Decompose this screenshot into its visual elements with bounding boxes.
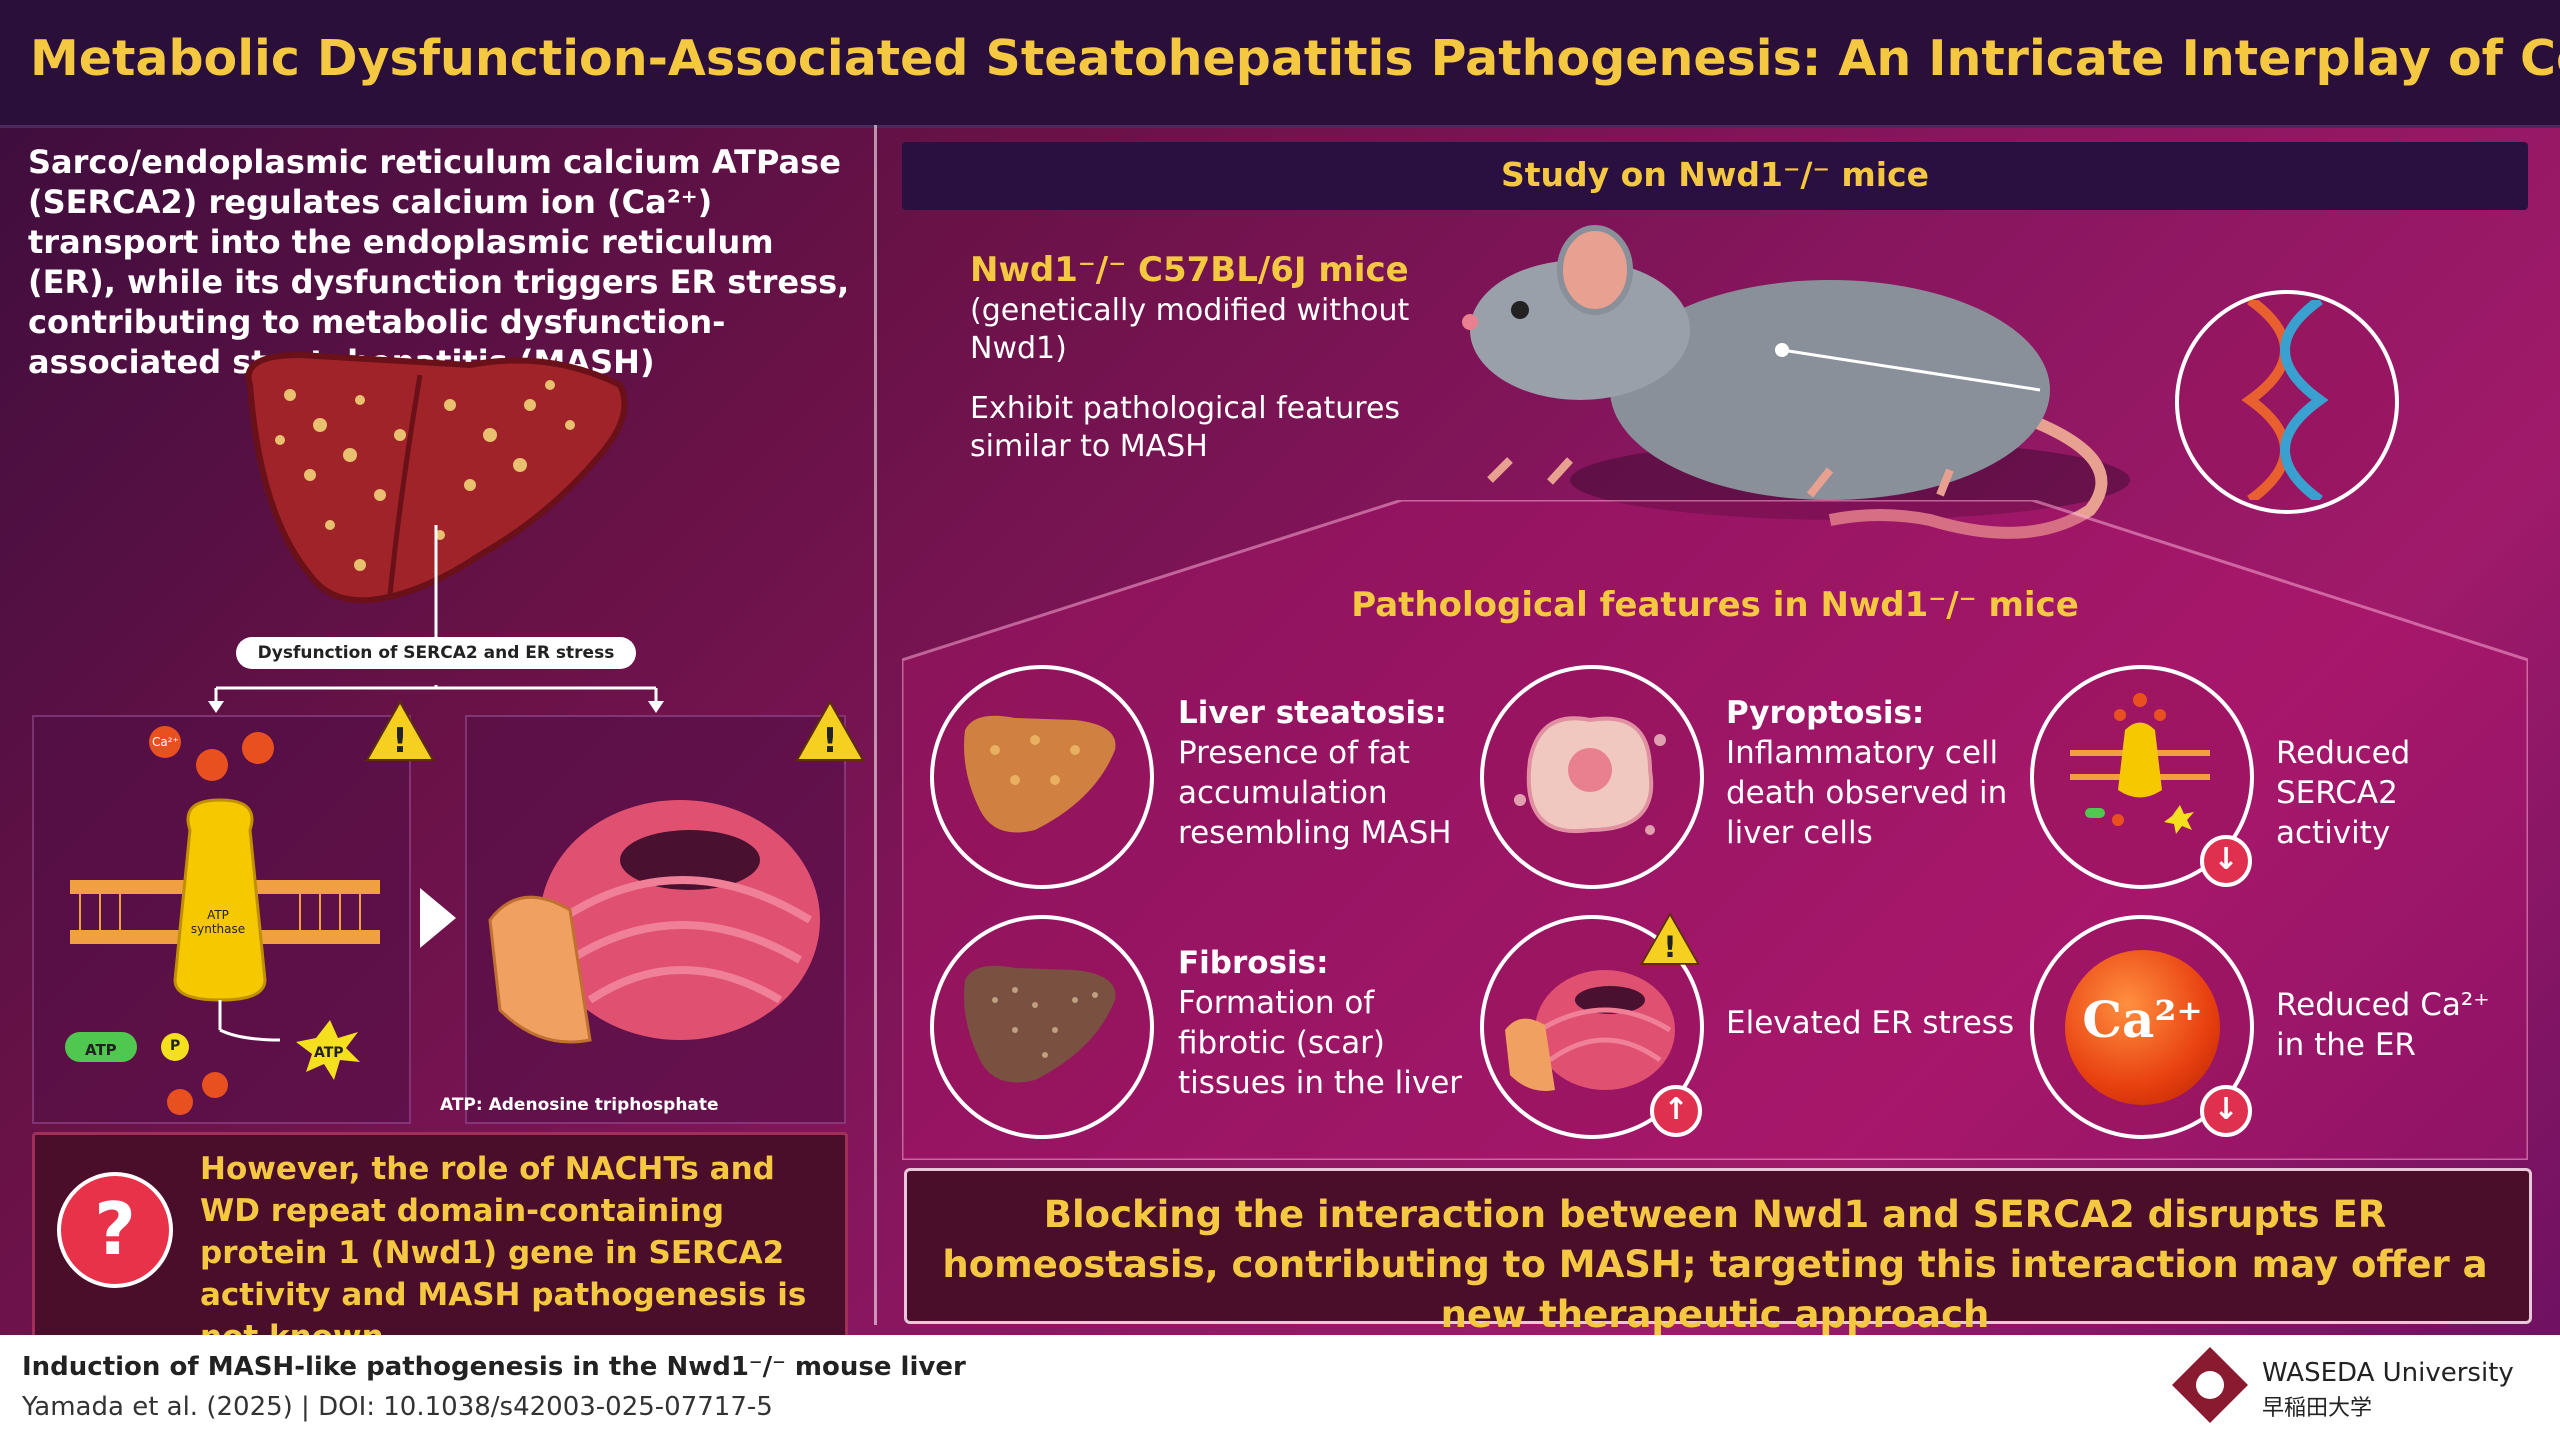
pyroptosis-title: Pyroptosis:	[1726, 695, 1925, 731]
footer	[0, 1335, 2560, 1440]
branch-arrows	[208, 525, 664, 713]
ca-ion-label: Ca²⁺	[152, 735, 179, 749]
play-arrow-icon	[420, 888, 456, 948]
warning-icon: !	[795, 700, 865, 761]
citation-reference: Yamada et al. (2025) | DOI: 10.1038/s420…	[22, 1392, 773, 1422]
page-title: Metabolic Dysfunction-Associated Steatoh…	[30, 30, 2560, 87]
liver-illustration	[245, 351, 628, 604]
fibrotic-liver-icon	[964, 965, 1116, 1083]
serca-activity-text: Reduced SERCA2 activity	[2276, 735, 2411, 851]
study-header-bar	[902, 142, 2528, 210]
down-arrow-icon: ↓	[2200, 835, 2252, 887]
down-arrow-icon: ↓	[2200, 1085, 2252, 1137]
dysfunction-label: Dysfunction of SERCA2 and ER stress	[236, 637, 636, 669]
fatty-liver-icon	[964, 715, 1116, 833]
conclusion-text: Blocking the interaction between Nwd1 an…	[942, 1193, 2488, 1336]
serca-pump-diagram	[65, 726, 380, 1115]
title-bar	[0, 0, 2560, 128]
fibrosis-title: Fibrosis:	[1178, 945, 1329, 981]
svg-text:!: !	[1663, 930, 1676, 964]
mouse-name: Nwd1⁻/⁻ C57BL/6J mice	[970, 250, 1409, 290]
atp-label: ATP	[85, 1041, 117, 1059]
column-divider	[874, 125, 877, 1325]
warning-icon: !	[365, 700, 435, 761]
steatosis-text: Liver steatosis: Presence of fat accumula…	[1178, 693, 1508, 853]
er-stress-text: Elevated ER stress	[1726, 1005, 2015, 1041]
svg-text:!: !	[822, 721, 838, 761]
steatosis-title: Liver steatosis:	[1178, 695, 1447, 731]
question-text: However, the role of NACHTs and WD repea…	[200, 1151, 807, 1355]
mouse-description: (genetically modified without Nwd1)	[970, 293, 1410, 366]
atp-synthase-label: ATP synthase	[190, 908, 246, 936]
dna-icon	[2241, 300, 2329, 500]
intro-text: Sarco/endoplasmic reticulum calcium ATPa…	[28, 143, 850, 381]
calcium-symbol: Ca²⁺	[2082, 990, 2203, 1049]
fibrosis-text: Fibrosis: Formation of fibrotic (scar) ti…	[1178, 943, 1478, 1103]
calcium-text: Reduced Ca²⁺ in the ER	[2276, 987, 2490, 1063]
citation-title: Induction of MASH-like pathogenesis in t…	[22, 1352, 966, 1382]
svg-text:?: ?	[94, 1187, 136, 1271]
phosphate-label: P	[170, 1038, 181, 1054]
steatosis-description: Presence of fat accumulation resembling …	[1178, 735, 1452, 851]
atp-definition: ATP: Adenosine triphosphate	[440, 1095, 719, 1115]
question-icon: ?	[57, 1172, 173, 1288]
features-title: Pathological features in Nwd1⁻/⁻ mice	[1351, 585, 2079, 625]
dying-cell-icon	[1514, 716, 1666, 835]
er-organelle-illustration	[488, 800, 820, 1044]
calcium-ion-icon	[2065, 950, 2220, 1105]
university-logo-icon	[2172, 1347, 2248, 1423]
university-name-japanese: 早稲田大学	[2262, 1396, 2373, 1421]
mouse-feature: Exhibit pathological features similar to…	[970, 391, 1401, 464]
warning-icon: !	[1640, 912, 1700, 965]
university-name: WASEDA University	[2262, 1358, 2514, 1388]
pyroptosis-text: Pyroptosis: Inflammatory cell death obser…	[1726, 693, 2026, 853]
serca-pump-icon	[2070, 693, 2210, 834]
atp-product-label: ATP	[314, 1045, 344, 1061]
up-arrow-icon: ↑	[1650, 1085, 1702, 1137]
svg-text:!: !	[392, 721, 408, 761]
study-title: Study on Nwd1⁻/⁻ mice	[1500, 155, 1930, 194]
fibrosis-description: Formation of fibrotic (scar) tissues in …	[1178, 985, 1463, 1101]
conclusion-box	[904, 1168, 2532, 1324]
er-organelle-icon	[1505, 970, 1675, 1091]
pyroptosis-description: Inflammatory cell death observed in live…	[1726, 735, 2008, 851]
